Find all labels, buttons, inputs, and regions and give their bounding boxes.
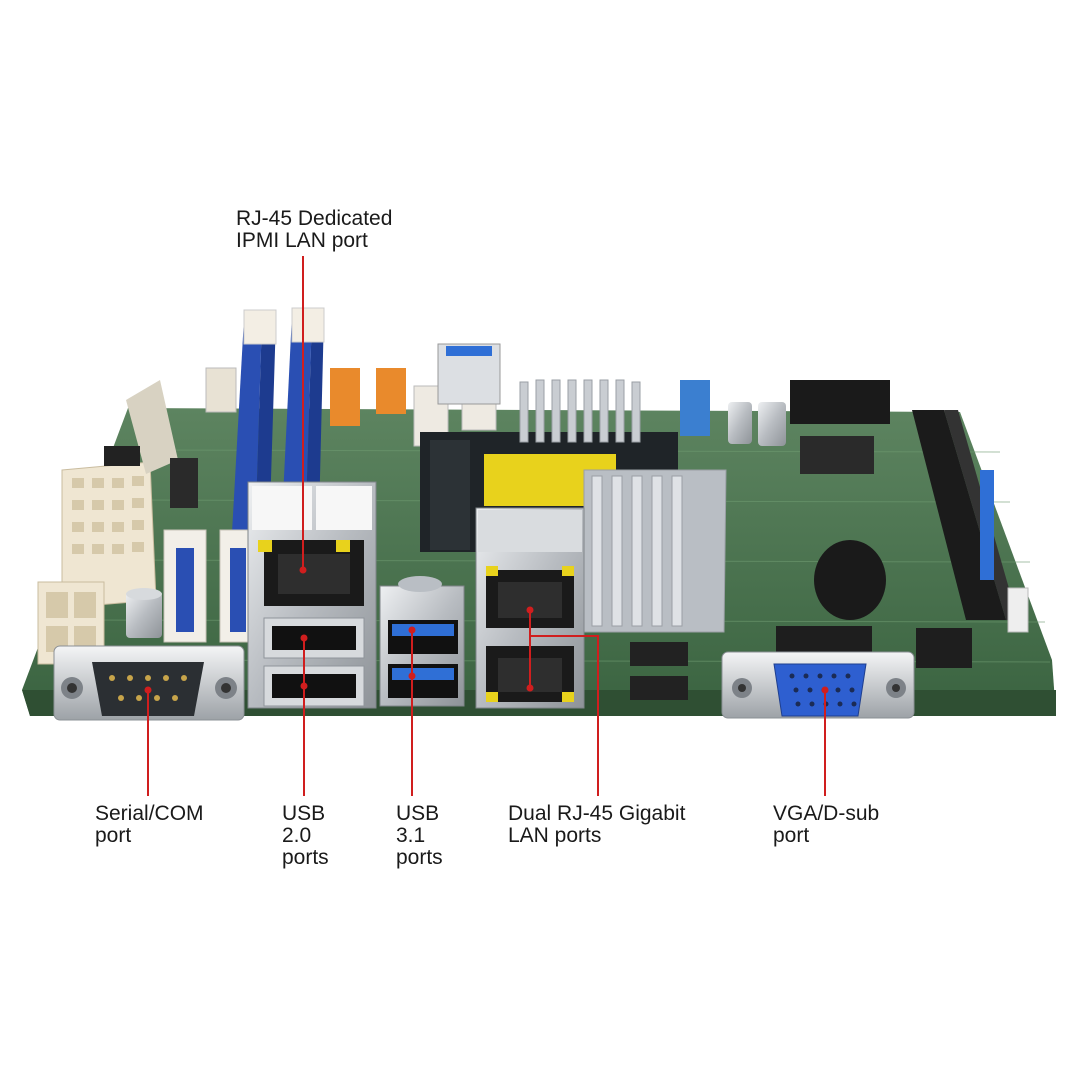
usb-port-icon [263,617,365,707]
leader-lan [529,610,599,796]
rj45-port-icon [258,540,364,606]
leader-lines [144,256,829,796]
dual-lan-ports-label: Dual RJ-45 Gigabit LAN ports [508,802,686,847]
vga-port-icon [721,651,915,719]
capacitor [126,588,162,638]
usb-3-ports-label: USB 3.1 ports [396,802,443,869]
usb-2-ports-label: USB 2.0 ports [282,802,329,869]
usb3-stack [379,576,465,707]
pin-headers [104,367,237,508]
ipmi-usb2-stack [247,481,377,709]
serial-com-port-label: Serial/COM port [95,802,204,847]
ipmi-lan-port-label: RJ-45 Dedicated IPMI LAN port [236,207,393,252]
heatsink [519,379,727,633]
atx-power-connector [37,461,157,665]
vga-port-label: VGA/D-sub port [773,802,880,847]
